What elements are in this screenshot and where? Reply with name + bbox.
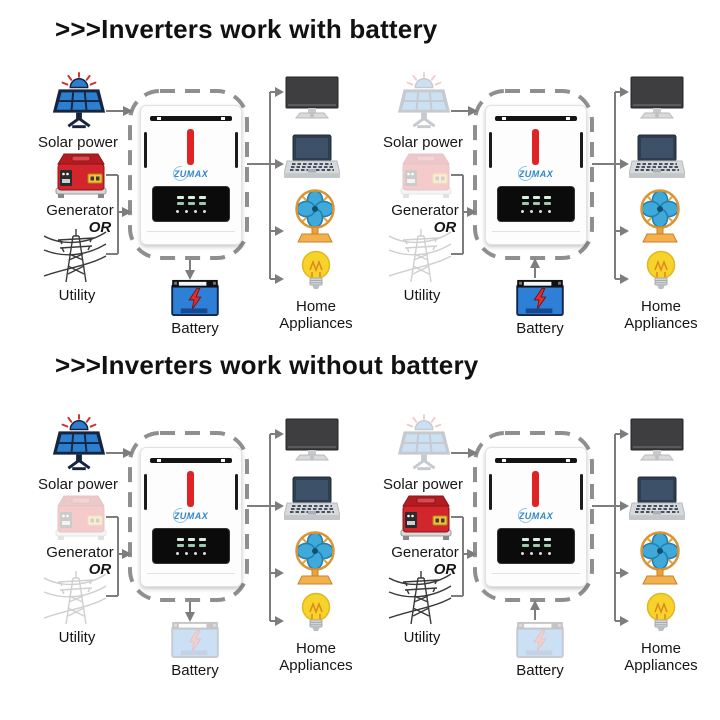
solar-power-label: Solar power [37, 476, 119, 493]
section-title-with-battery: >>>Inverters work with battery [55, 14, 438, 44]
inverter-left-vent [489, 474, 492, 510]
inverter-seam [147, 573, 235, 574]
battery-icon [171, 279, 219, 317]
diagram-without-battery-generator-utility: Solar power Generator OR Utility [345, 408, 705, 700]
inverter-display [152, 186, 230, 222]
diagram-with-battery-charging: Solar power Generator OR Utility [0, 66, 360, 358]
inverter-top-vent [150, 116, 232, 121]
monitor-icon [285, 418, 339, 461]
generator-icon [55, 495, 107, 540]
utility-label: Utility [58, 287, 96, 304]
inverter-red-stripe [187, 471, 194, 507]
bulb-icon [301, 250, 331, 289]
solar-power-label: Solar power [37, 134, 119, 151]
section-title-without-battery: >>>Inverters work without battery [55, 350, 479, 380]
bulb-icon [646, 592, 676, 631]
inverter-seam [492, 231, 580, 232]
utility-icon [43, 571, 107, 625]
brand-logo: ZUMAX [486, 169, 586, 179]
generator-icon [400, 153, 452, 198]
generator-icon [400, 495, 452, 540]
inverter-top-vent [150, 458, 232, 463]
generator-label: Generator [391, 544, 459, 561]
inverter-unit: ZUMAX [140, 105, 242, 245]
inverter-seam [492, 573, 580, 574]
inverter-right-vent [235, 132, 238, 168]
battery-label: Battery [171, 320, 219, 337]
solar-panel-icon [52, 414, 106, 471]
brand-logo: ZUMAX [486, 511, 586, 521]
inverter-red-stripe [532, 129, 539, 165]
generator-icon [55, 153, 107, 198]
solar-power-label: Solar power [382, 476, 464, 493]
inverter-right-vent [580, 132, 583, 168]
fan-icon [295, 531, 335, 585]
laptop-icon [629, 134, 685, 178]
monitor-icon [630, 418, 684, 461]
inverter-top-vent [495, 116, 577, 121]
inverter-display [497, 186, 575, 222]
inverter-display [152, 528, 230, 564]
solar-power-label: Solar power [382, 134, 464, 151]
battery-label: Battery [516, 662, 564, 679]
monitor-icon [285, 76, 339, 119]
inverter-right-vent [580, 474, 583, 510]
generator-label: Generator [391, 202, 459, 219]
solar-panel-icon [397, 414, 451, 471]
inverter-left-vent [144, 132, 147, 168]
battery-icon [516, 621, 564, 659]
inverter-left-vent [489, 132, 492, 168]
generator-label: Generator [46, 544, 114, 561]
utility-icon [388, 571, 452, 625]
battery-icon [516, 279, 564, 317]
generator-label: Generator [46, 202, 114, 219]
monitor-icon [630, 76, 684, 119]
diagram-with-battery-discharge: Solar power Generator OR Utility [345, 66, 705, 358]
inverter-unit: ZUMAX [140, 447, 242, 587]
bulb-icon [646, 250, 676, 289]
brand-logo: ZUMAX [141, 511, 241, 521]
inverter-seam [147, 231, 235, 232]
solar-panel-icon [397, 72, 451, 129]
inverter-right-vent [235, 474, 238, 510]
inverter-unit: ZUMAX [485, 447, 587, 587]
utility-icon [43, 229, 107, 283]
fan-icon [640, 189, 680, 243]
laptop-icon [629, 476, 685, 520]
utility-icon [388, 229, 452, 283]
inverter-red-stripe [532, 471, 539, 507]
solar-panel-icon [52, 72, 106, 129]
or-label: OR [433, 219, 457, 236]
utility-label: Utility [403, 629, 441, 646]
battery-icon [171, 621, 219, 659]
inverter-top-vent [495, 458, 577, 463]
brand-logo: ZUMAX [141, 169, 241, 179]
diagram-without-battery-solar: Solar power Generator OR Utility [0, 408, 360, 700]
battery-label: Battery [171, 662, 219, 679]
inverter-unit: ZUMAX [485, 105, 587, 245]
battery-label: Battery [516, 320, 564, 337]
utility-label: Utility [403, 287, 441, 304]
fan-icon [295, 189, 335, 243]
inverter-left-vent [144, 474, 147, 510]
or-label: OR [88, 561, 112, 578]
laptop-icon [284, 476, 340, 520]
inverter-red-stripe [187, 129, 194, 165]
laptop-icon [284, 134, 340, 178]
inverter-display [497, 528, 575, 564]
utility-label: Utility [58, 629, 96, 646]
fan-icon [640, 531, 680, 585]
bulb-icon [301, 592, 331, 631]
